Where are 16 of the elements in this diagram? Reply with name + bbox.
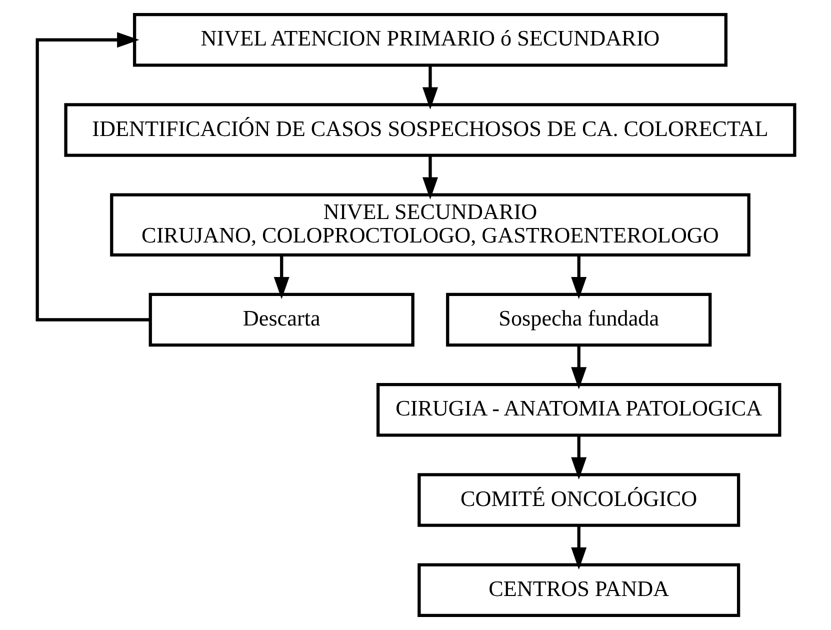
node-box: CENTROS PANDA xyxy=(417,563,740,617)
node-box: Descarta xyxy=(148,292,414,347)
arrow xyxy=(422,65,438,110)
arrow xyxy=(570,526,586,570)
arrow xyxy=(35,32,150,322)
arrow xyxy=(570,435,586,480)
arrow xyxy=(570,255,586,300)
node-box: CIRUGIA - ANATOMIA PATOLOGICA xyxy=(376,383,781,437)
node-box: NIVEL SECUNDARIO CIRUJANO, COLOPROCTOLOGO, GASTROENTEROLOGO xyxy=(110,193,750,256)
node-box: IDENTIFICACIÓN DE CASOS SOSPECHOSOS DE CA. COLORECTAL xyxy=(64,103,796,157)
node-box: COMITÉ ONCOLÓGICO xyxy=(417,473,740,527)
node-box: NIVEL ATENCION PRIMARIO ó SECUNDARIO xyxy=(132,13,727,67)
arrow xyxy=(570,345,586,390)
node-box: Sospecha fundada xyxy=(446,292,712,347)
arrow xyxy=(273,255,289,300)
arrow xyxy=(422,155,438,200)
